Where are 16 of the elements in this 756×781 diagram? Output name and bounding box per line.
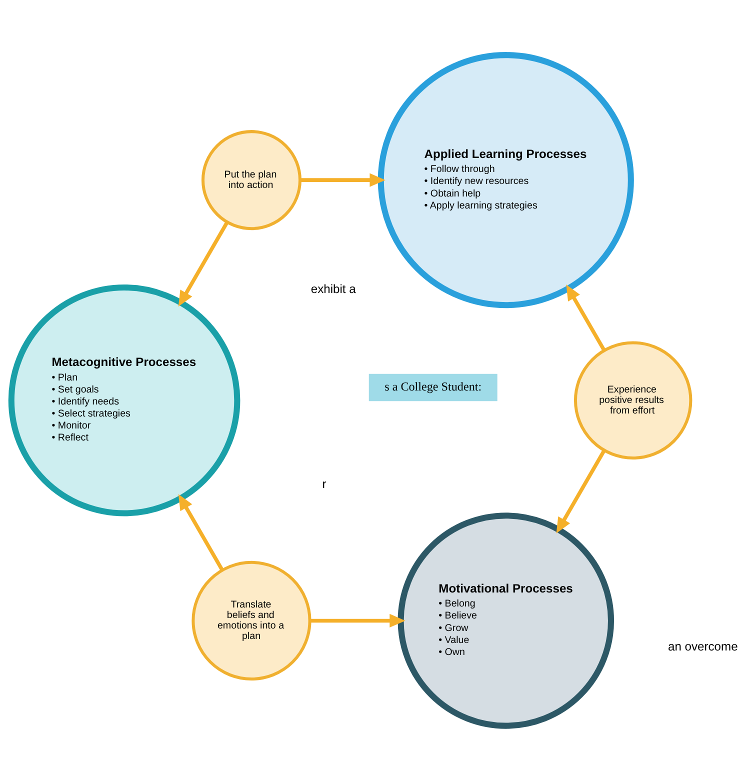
label: an overcome — [668, 639, 738, 654]
label: s a College Student: — [384, 379, 482, 394]
node-circle: Applied Learning Processes • Follow through • Identify new resources • Obtain help • Apply learning strategies — [378, 52, 634, 308]
arrow — [556, 449, 606, 534]
node-circle: Translate beliefs and emotions into a plan — [192, 560, 312, 681]
arrow — [566, 284, 606, 352]
node-circle: Motivational Processes • Belong • Believe • Grow • Value • Own — [398, 512, 614, 729]
node-circle: Put the plan into action — [201, 130, 302, 230]
arrow — [310, 614, 406, 628]
node-circle: Experience positive results from effort — [574, 341, 692, 460]
label: r — [322, 476, 326, 491]
arrow — [300, 173, 386, 187]
arrow — [178, 221, 229, 307]
node-circle: Metacognitive Processes • Plan • Set goals • Identify needs • Select strategies • Monitor • Reflect — [8, 284, 240, 516]
arrow — [178, 494, 224, 572]
label: exhibit a — [310, 282, 356, 296]
